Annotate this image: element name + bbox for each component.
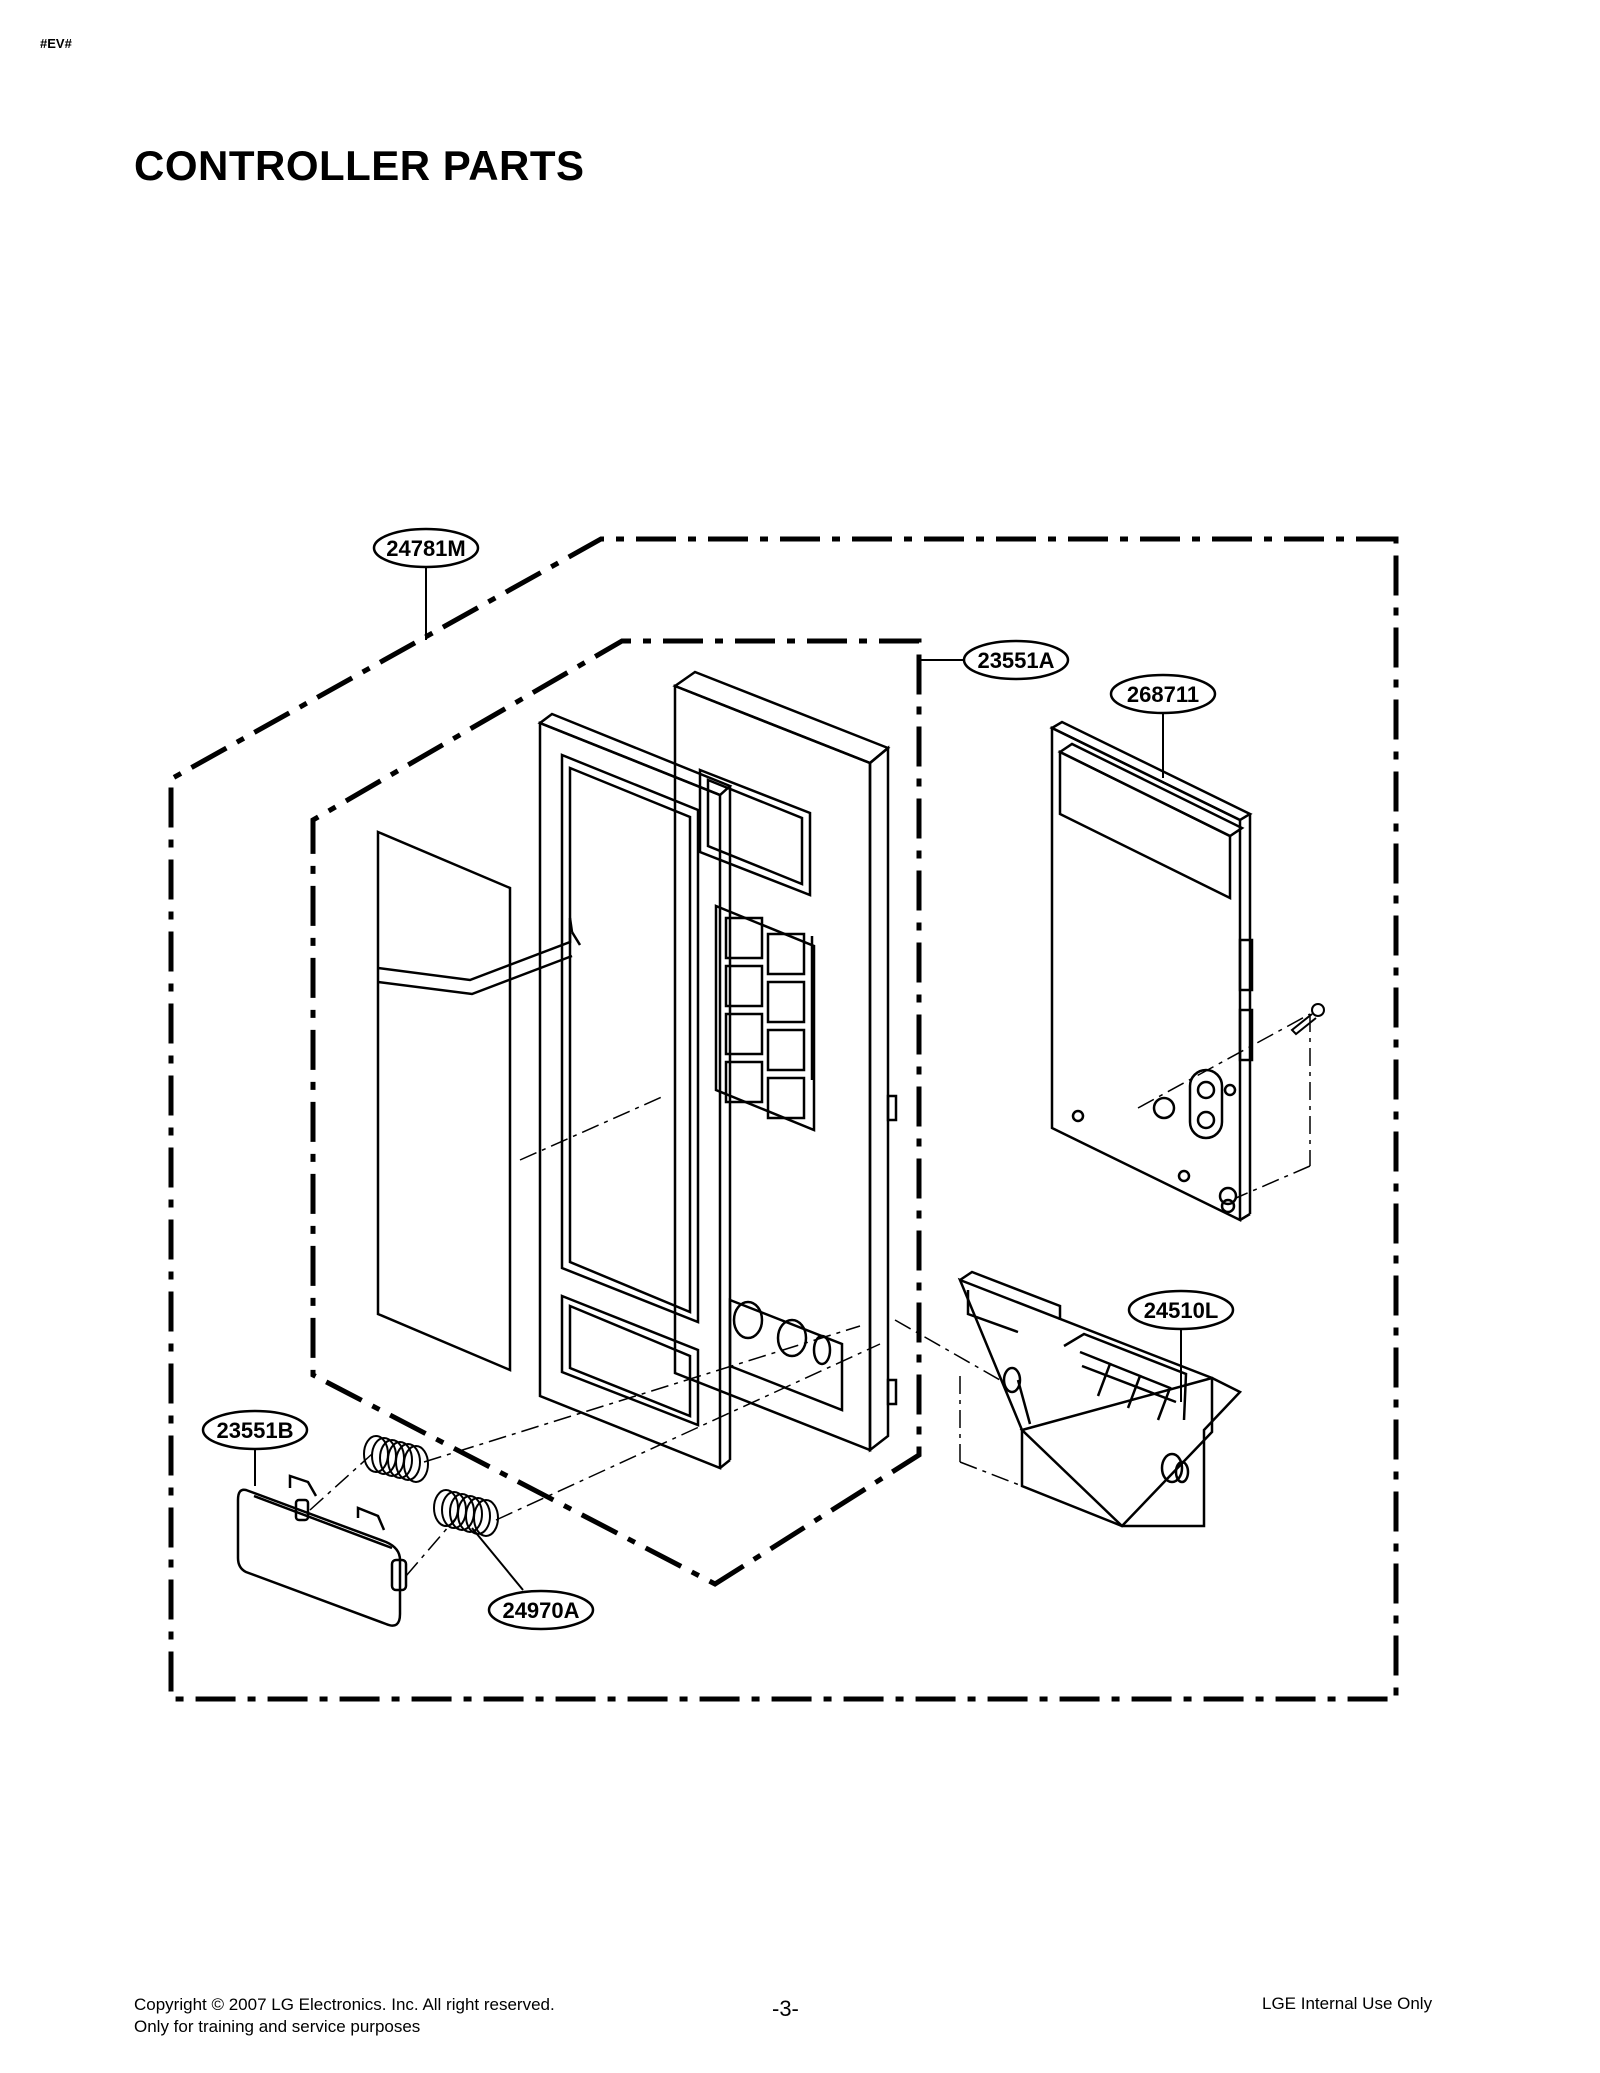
svg-text:24510L: 24510L (1144, 1298, 1219, 1323)
callout-leaders (254, 566, 1182, 1591)
svg-text:268711: 268711 (1127, 682, 1199, 707)
front-frame (537, 712, 733, 1470)
callout-24510L: 24510L (1127, 1289, 1235, 1331)
callout-23551B: 23551B (201, 1409, 309, 1451)
door-button (236, 1474, 408, 1627)
spring-upper (363, 1435, 429, 1483)
svg-text:24781M: 24781M (386, 536, 466, 561)
callout-268711: 268711 (1109, 673, 1217, 715)
outer-assembly-boundary (168, 536, 1399, 1702)
assembly-guide-lines (309, 1013, 1311, 1577)
keypad-grid (714, 904, 816, 1132)
screw (1290, 1003, 1325, 1036)
purpose-text: Only for training and service purposes (134, 2017, 421, 2036)
inner-assembly-boundary (310, 638, 922, 1587)
pcb-assembly (1049, 720, 1254, 1223)
copyright-text: Copyright © 2007 LG Electronics. Inc. Al… (134, 1995, 555, 2014)
callout-24970A: 24970A (487, 1589, 595, 1631)
controller-housing (672, 670, 898, 1453)
callout-23551A: 23551A (962, 639, 1070, 681)
footer-copyright: Copyright © 2007 LG Electronics. Inc. Al… (134, 1994, 555, 2038)
svg-text:23551A: 23551A (977, 648, 1054, 673)
membrane-sheet (376, 830, 582, 1372)
callout-24781M: 24781M (372, 527, 480, 569)
page-number: -3- (772, 1996, 799, 2021)
door-latch (957, 1270, 1243, 1528)
spring-lower (433, 1489, 499, 1537)
svg-text:24970A: 24970A (502, 1598, 579, 1623)
page-title: CONTROLLER PARTS (134, 142, 585, 189)
internal-use-notice: LGE Internal Use Only (1262, 1994, 1433, 2013)
svg-text:23551B: 23551B (216, 1418, 293, 1443)
document-tag: #EV# (40, 36, 72, 51)
